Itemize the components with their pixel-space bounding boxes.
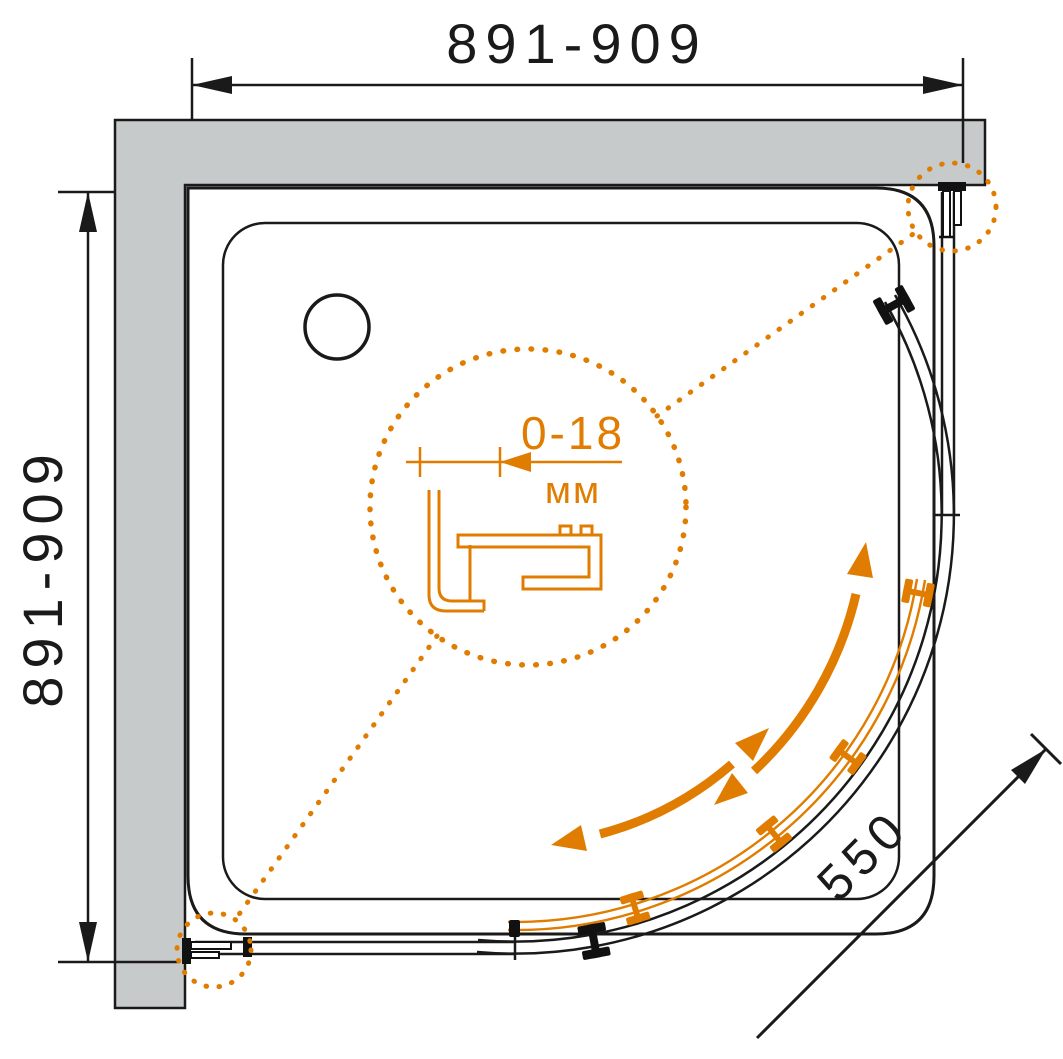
slide-arrow-upper-head-end — [714, 773, 748, 805]
drain — [303, 293, 371, 361]
profile-cross-section — [427, 490, 603, 613]
door-clamp-1 — [901, 578, 935, 608]
door-arc-inner — [477, 301, 943, 943]
fixed-panel-right — [934, 192, 960, 517]
door-clamp-3 — [756, 815, 792, 853]
top-dimension: 891-909 — [190, 12, 965, 163]
door-stopper — [509, 920, 520, 937]
door-arc-outer — [476, 294, 956, 955]
radius-dimension-line — [755, 747, 1048, 1040]
slide-arrow-lower-head-end — [551, 825, 587, 851]
adjustment-arrow — [500, 452, 531, 472]
adjustment-range-label: 0-18 — [521, 407, 625, 459]
adjustment-detail: 0-18 мм — [406, 407, 625, 613]
left-dimension: 891-909 — [11, 190, 180, 964]
callout-leader-line-top — [654, 229, 919, 419]
shower-tray-rim — [221, 221, 901, 901]
corner-callout-top-right — [905, 160, 999, 254]
slide-arrow-lower-shaft — [598, 760, 735, 839]
door-clamp-4 — [619, 890, 651, 926]
roller-bracket-top — [873, 285, 915, 325]
top-dimension-arrow-left — [192, 76, 232, 94]
left-dimension-arrow-bottom — [79, 922, 97, 962]
top-dimension-arrow-right — [923, 76, 963, 94]
wall-profile-top-right — [938, 182, 966, 239]
slide-arrow-upper-head-start — [847, 542, 873, 578]
wall-section — [113, 118, 987, 1010]
door-clamp-2 — [829, 739, 867, 775]
sliding-door-arc-1 — [507, 579, 927, 932]
roller-bracket-bottom — [577, 922, 611, 960]
corner-callout-bottom-left — [174, 910, 254, 990]
top-dimension-label: 891-909 — [446, 12, 708, 75]
left-dimension-label: 891-909 — [11, 446, 74, 708]
slide-arrow-upper-shaft — [750, 592, 861, 775]
wall-profile-bottom-left — [182, 937, 252, 964]
slide-arrow-upper — [714, 542, 873, 805]
left-dimension-arrow-top — [79, 192, 97, 232]
detail-callout-circle — [367, 346, 689, 668]
adjustment-unit-label: мм — [545, 470, 601, 512]
slide-arrow-lower — [551, 728, 769, 851]
radius-dimension-arrow — [1011, 749, 1046, 784]
sliding-door-arc-2 — [507, 578, 919, 924]
slide-arrow-lower-head-start — [735, 728, 769, 761]
